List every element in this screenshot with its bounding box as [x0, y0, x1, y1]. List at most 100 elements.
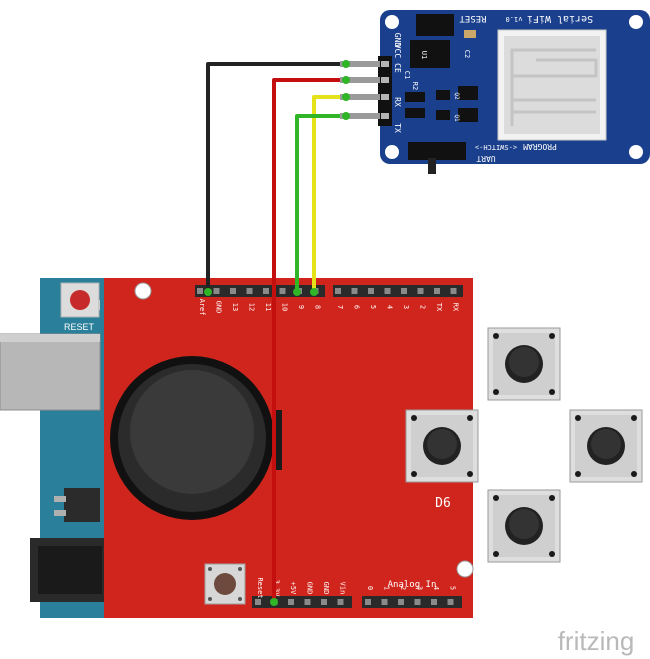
- r2-label: R2: [411, 82, 419, 90]
- pin-label: 5: [449, 586, 457, 590]
- header-pin: [450, 288, 457, 294]
- header-pin: [401, 288, 407, 294]
- power-header: [252, 596, 352, 608]
- module-reset-label: RESET: [459, 13, 487, 23]
- header-pin: [279, 288, 286, 294]
- header-pin: [417, 288, 424, 294]
- serial-wifi-module: Serial WiFi v1.0 RESET PROGRAM <-SWITCH-…: [378, 10, 650, 174]
- usb-connector: [0, 333, 101, 411]
- c1-label: C1: [403, 71, 411, 79]
- pin-label: 4: [432, 586, 440, 590]
- mount-hole: [134, 282, 152, 300]
- pin-label: Reset: [256, 577, 264, 598]
- pin-label: 8: [314, 305, 322, 309]
- wires: [204, 60, 380, 606]
- header-pin: [197, 288, 203, 294]
- button-label: D6: [435, 496, 451, 511]
- arduino-reset-label: RESET: [64, 322, 95, 332]
- pin-label: GND: [322, 582, 330, 595]
- header-pin: [351, 288, 358, 294]
- mount-hole: [385, 145, 399, 159]
- module-pin-label: TX: [393, 123, 402, 133]
- push-button-d5[interactable]: [487, 489, 561, 563]
- module-pin-label: VCC: [393, 44, 402, 59]
- module-pin: [381, 113, 389, 119]
- header-pin: [434, 288, 440, 294]
- header-pin: [368, 288, 374, 294]
- wire-endpoint: [310, 288, 318, 296]
- wire-endpoint: [342, 112, 350, 120]
- module-pin: [381, 94, 389, 100]
- sparkfun-flame-icon: [565, 577, 579, 591]
- header-pin: [335, 288, 341, 294]
- pin-label: 3: [416, 586, 424, 590]
- header-pin: [288, 599, 294, 605]
- module-title: Serial WiFi: [527, 13, 593, 24]
- module-pin-label: GND: [393, 33, 402, 48]
- q1-label: Q1: [453, 114, 460, 122]
- pin-label: 12: [248, 303, 256, 311]
- header-pin: [398, 599, 404, 605]
- pin-label: 2: [419, 305, 427, 309]
- arduino-board: RESET: [0, 278, 110, 618]
- pin-label: +5V: [289, 582, 297, 595]
- header-pin: [447, 599, 454, 605]
- header-pin: [213, 288, 220, 294]
- pin-label: Vin: [339, 582, 347, 595]
- switch-label: <-SWITCH->: [475, 143, 517, 151]
- pin-label: 1: [383, 586, 391, 590]
- push-button-d4[interactable]: [487, 327, 561, 401]
- shield-reset-button[interactable]: [204, 563, 246, 605]
- wire-endpoint: [270, 598, 278, 606]
- joystick[interactable]: [110, 356, 282, 520]
- voltage-regulator: [64, 488, 100, 522]
- mount-hole: [629, 15, 643, 29]
- joystick-cap: [130, 370, 254, 494]
- pin-label: 2: [399, 586, 407, 590]
- wire-vcc-red: [272, 78, 346, 602]
- wifi-reset-button[interactable]: [416, 14, 454, 36]
- push-button-d6[interactable]: [405, 409, 479, 483]
- header-pin: [263, 288, 269, 294]
- module-pin-label: RX: [393, 97, 402, 107]
- mount-hole: [385, 15, 399, 29]
- module-version: v1.0: [506, 15, 523, 23]
- wire-endpoint: [342, 76, 350, 84]
- antenna-trace: [510, 48, 598, 126]
- sparkfun-brand: sparkfun.com: [533, 592, 631, 609]
- module-pin: [381, 77, 389, 83]
- header-pin: [246, 288, 253, 294]
- pin-label: 3.3V: [273, 580, 281, 598]
- pin-label: 7: [336, 305, 344, 309]
- wire-rx-yellow: [312, 95, 346, 292]
- wire-endpoint: [342, 93, 350, 101]
- mode-switch[interactable]: [408, 142, 466, 160]
- pin-label: 0: [366, 586, 374, 590]
- digital-header-high: [195, 285, 325, 297]
- analog-in-label: Analog In: [388, 580, 437, 590]
- c2-label: C2: [463, 50, 471, 58]
- analog-header: [362, 596, 462, 608]
- pin-label: 11: [264, 303, 272, 311]
- pin-label: 9: [297, 305, 305, 309]
- pin-label: 4: [386, 305, 394, 309]
- u1-label: U1: [420, 51, 428, 59]
- button-label: D4: [517, 414, 533, 429]
- header-pin: [255, 599, 261, 605]
- product-name-line2: Shield: [599, 582, 624, 592]
- push-button-d3[interactable]: [569, 409, 643, 483]
- module-pin: [381, 61, 389, 67]
- pin-label: GND: [306, 582, 314, 595]
- header-pin: [337, 599, 344, 605]
- wire-endpoint: [293, 288, 301, 296]
- header-pin: [414, 599, 421, 605]
- pin-label: 6: [353, 305, 361, 309]
- module-pin-label: CE: [393, 63, 402, 73]
- uart-label: UART: [476, 154, 495, 163]
- header-pin: [381, 599, 388, 605]
- program-label: PROGRAM: [523, 142, 557, 151]
- pin-label: 10: [281, 303, 289, 311]
- wire-endpoint: [342, 60, 350, 68]
- pin-label: GND: [215, 301, 223, 314]
